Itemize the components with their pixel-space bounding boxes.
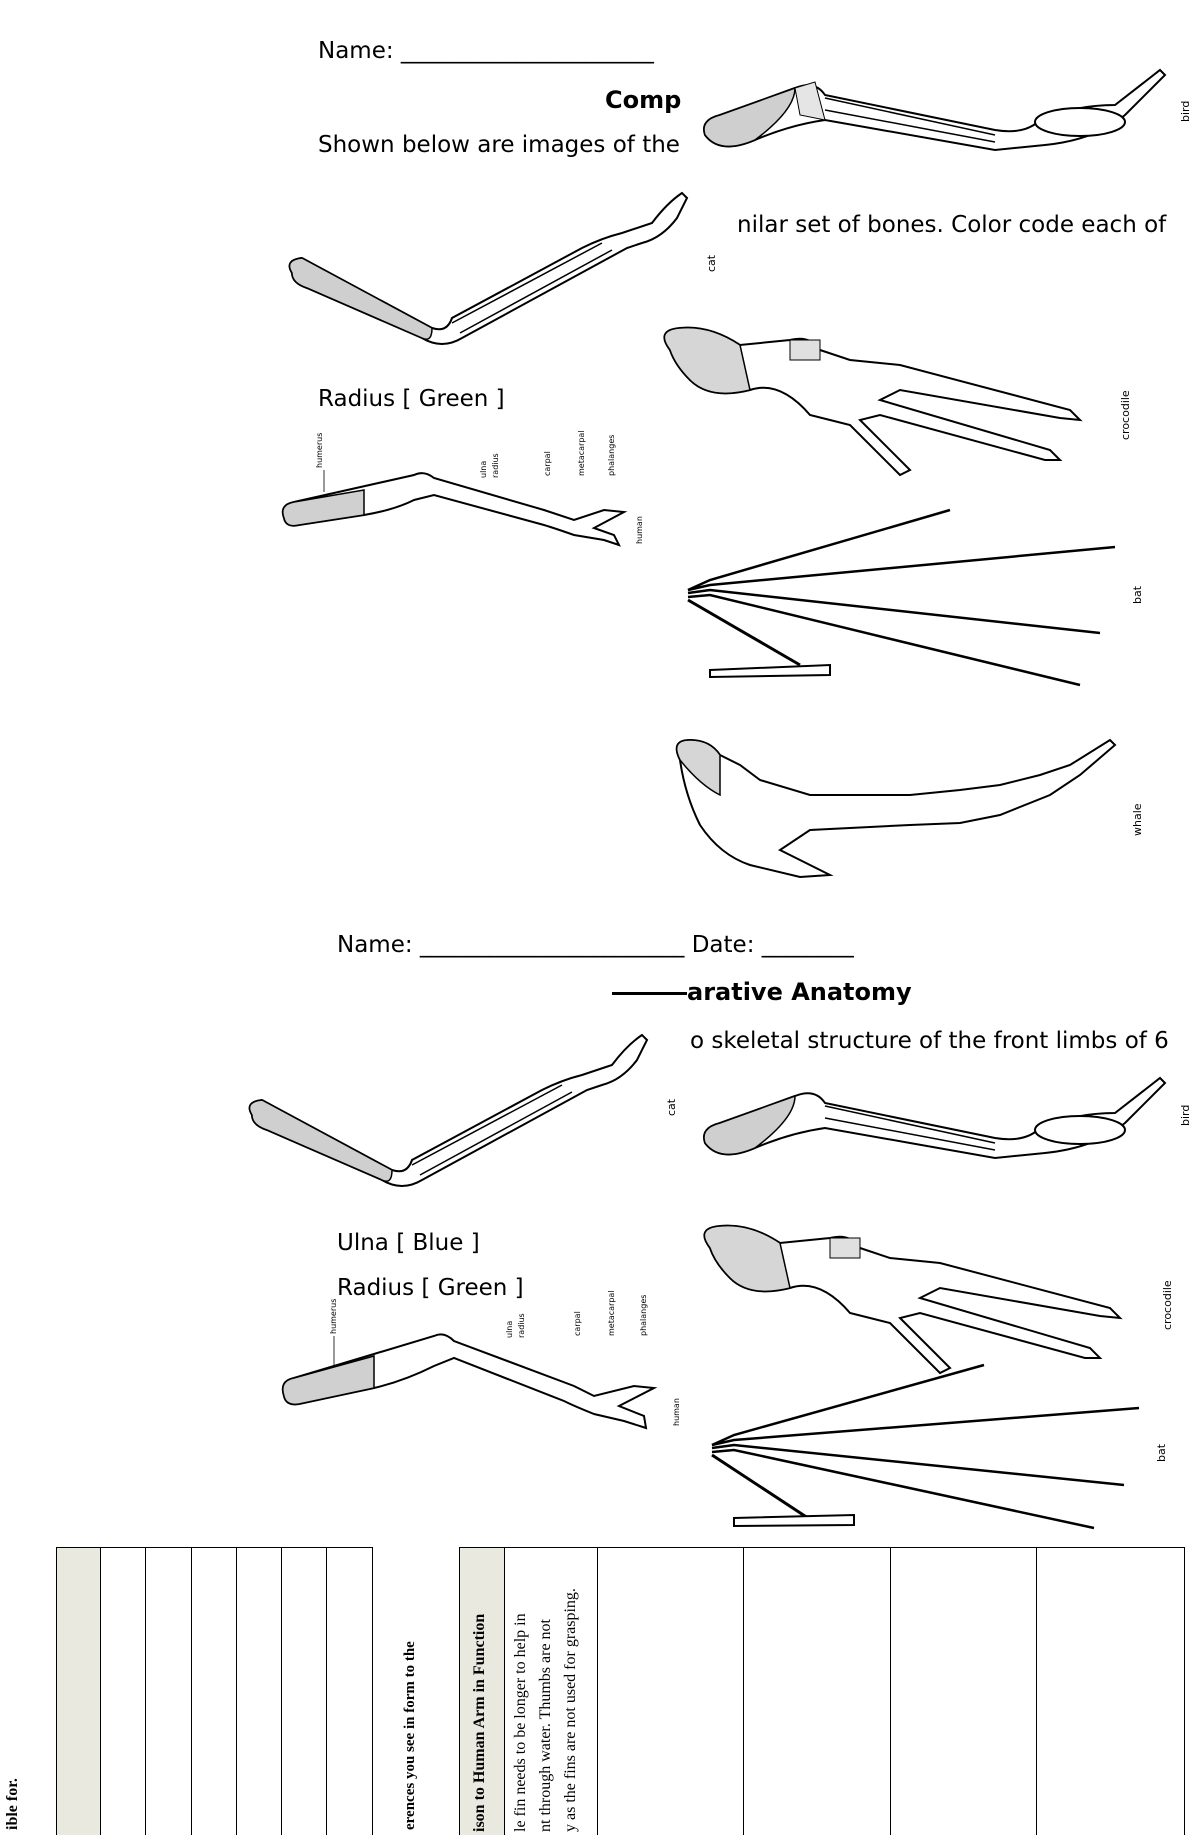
bird-limb-illustration-1 (703, 68, 1167, 152)
bat-label-text: bat (1131, 585, 1144, 604)
crocodile-label-text: crocodile (1119, 390, 1132, 440)
humerus-label-2: humerus (329, 1299, 338, 1334)
bat-limb-illustration-2 (711, 1363, 1140, 1530)
bird-label-text-2: bird (1179, 1105, 1192, 1126)
page-title-text: arative Anatomy (687, 978, 912, 1006)
bat-limb-illustration-1 (687, 508, 1116, 687)
cat-limb-illustration-2 (248, 1033, 649, 1187)
phalanges-label-2: phalanges (639, 1295, 648, 1336)
bird-label-2: bird (1179, 1105, 1192, 1126)
cat-label-2: cat (665, 1098, 678, 1116)
radius-label: radius (491, 453, 500, 478)
example-line-1: le fin needs to be longer to help in (512, 1613, 529, 1832)
human-label-2: human (672, 1398, 681, 1426)
bat-label-2: bat (1155, 1443, 1168, 1462)
human-label-1: human (635, 516, 644, 544)
bat-label-text-2: bat (1155, 1443, 1168, 1462)
carpal-label: carpal (543, 451, 552, 476)
right-table-header-cell (460, 1548, 504, 1835)
page-title-partial: Comp (605, 86, 682, 114)
humerus-label: humerus (315, 433, 324, 468)
metacarpal-label: metacarpal (577, 430, 586, 476)
name-field-label: Name: ______________________ (318, 38, 654, 64)
bird-label-1: bird (1179, 101, 1192, 122)
metacarpal-label-2: metacarpal (607, 1290, 616, 1336)
left-table-caption: ible for. (4, 1778, 21, 1830)
intro-text-partial: Shown below are images of the (318, 132, 680, 158)
whale-label-text: whale (1131, 803, 1144, 836)
human-limb-illustration-2: humerus ulna radius carpal metacarpal ph… (281, 1290, 681, 1430)
ulna-label-2: ulna (505, 1321, 514, 1338)
human-limb-illustration-1: humerus ulna radius carpal metacarpal ph… (281, 430, 644, 547)
radius-label-2: radius (517, 1313, 526, 1338)
phalanges-label: phalanges (607, 435, 616, 476)
bird-limb-illustration-2 (703, 1076, 1167, 1160)
crocodile-label-text-2: crocodile (1161, 1280, 1174, 1330)
name-date-field-label: Name: _______________________ Date: ____… (337, 932, 854, 958)
ulna-label: ulna (479, 461, 488, 478)
cat-label-1: cat (705, 254, 718, 272)
bird-label-text: bird (1179, 101, 1192, 122)
radius-color-label-partial: Radius [ Green ] (337, 1275, 524, 1301)
cat-limb-illustration-1 (288, 191, 689, 345)
intro-text-partial-2: o skeletal structure of the front limbs … (690, 1028, 1169, 1054)
page-title-partial-2: arative Anatomy (612, 978, 912, 1006)
bat-label-1: bat (1131, 585, 1144, 604)
example-line-2: nt through water. Thumbs are not (537, 1619, 554, 1832)
carpal-label-2: carpal (573, 1311, 582, 1336)
ulna-color-label: Ulna [ Blue ] (337, 1230, 480, 1256)
middle-instruction: erences you see in form to the (402, 1641, 418, 1830)
cat-label-text: cat (705, 254, 718, 272)
example-line-3: y as the fins are not used for grasping. (562, 1588, 579, 1832)
cat-label-text-2: cat (665, 1098, 678, 1116)
radius-color-label: Radius [ Green ] (318, 386, 505, 412)
whale-label-1: whale (1131, 803, 1144, 836)
crocodile-limb-illustration-2 (703, 1224, 1123, 1375)
whale-limb-illustration-1 (675, 738, 1117, 879)
crocodile-label-2: crocodile (1161, 1280, 1174, 1330)
crocodile-label-1: crocodile (1119, 390, 1132, 440)
crocodile-limb-illustration-1 (663, 326, 1083, 477)
instruction-text-partial: nilar set of bones. Color code each of (737, 212, 1167, 238)
left-table-header-cell (56, 1548, 100, 1835)
right-table-header: ison to Human Arm in Function (471, 1613, 488, 1832)
